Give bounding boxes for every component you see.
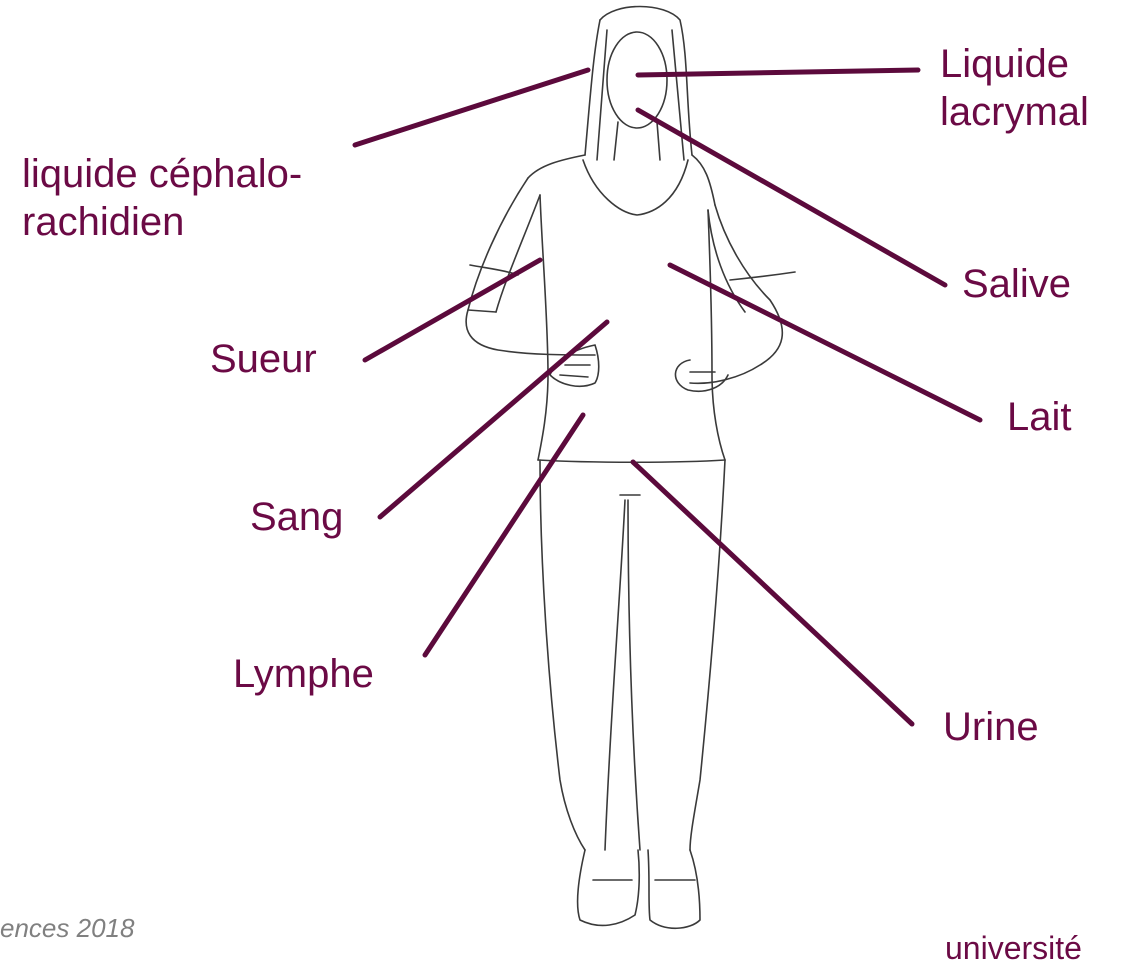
label-lymph: Lymphe — [233, 650, 374, 698]
leader-line-saliva — [638, 110, 945, 285]
label-tears: Liquide lacrymal — [940, 40, 1089, 136]
label-urine: Urine — [943, 703, 1039, 751]
leader-line-blood — [380, 322, 607, 517]
leader-lines — [355, 70, 980, 724]
label-milk: Lait — [1007, 393, 1072, 441]
footer-credit: ences 2018 — [0, 913, 134, 944]
label-saliva: Salive — [962, 260, 1071, 308]
leader-line-urine — [633, 462, 912, 724]
leader-line-lymph — [425, 415, 583, 655]
human-figure-outline — [466, 7, 795, 929]
leader-line-sweat — [365, 260, 540, 360]
leader-line-tears — [638, 70, 918, 75]
label-blood: Sang — [250, 493, 343, 541]
label-sweat: Sueur — [210, 335, 317, 383]
leader-line-csf — [355, 70, 588, 145]
leader-line-milk — [670, 265, 980, 420]
university-logo: université — [945, 930, 1082, 967]
label-csf: liquide céphalo- rachidien — [22, 150, 302, 246]
